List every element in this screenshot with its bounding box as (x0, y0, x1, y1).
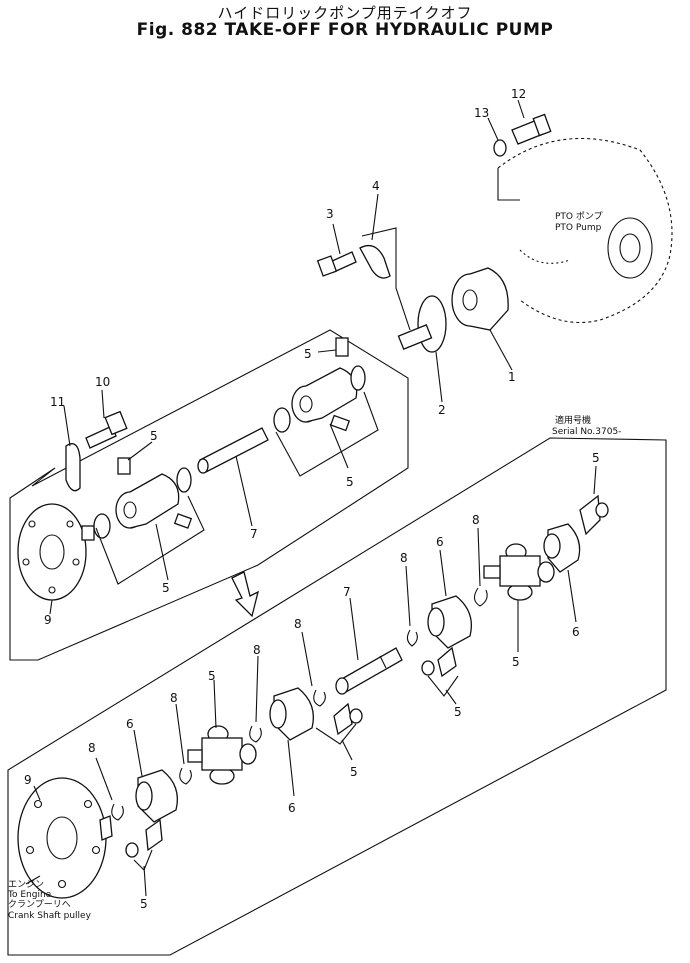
lock-plate-part-5-d (145, 818, 163, 852)
callout-11: 11 (50, 395, 65, 409)
flange-yoke-part-6-d (135, 769, 179, 823)
o-ring-left-2 (176, 467, 192, 493)
universal-joint-part-5-b (187, 725, 257, 785)
serial-label: Serial No.3705- (552, 427, 621, 437)
bolt-part-3 (316, 251, 357, 277)
yoke-part-5-right (291, 367, 358, 423)
down-arrow-icon (231, 571, 259, 618)
page-title-japanese: ハイドロリックポンプ用テイクオフ (217, 4, 473, 22)
lock-plate-part-11 (65, 443, 81, 492)
snap-ring-part-8-f (111, 803, 124, 821)
pto-pump-outline (497, 137, 673, 323)
upper-assembly-frame (9, 329, 409, 661)
coupling-part-1 (451, 267, 509, 331)
washer-part-13 (493, 139, 507, 157)
lock-plate-part-5-c (333, 702, 353, 736)
flange-yoke-part-6-c (269, 687, 315, 741)
crank-label: Crank Shaft pulley (8, 911, 92, 921)
callout-d6b: 6 (436, 535, 444, 549)
snap-ring-part-8-d (249, 725, 262, 743)
nut-part-5-c (349, 708, 363, 724)
callout-d8e: 8 (170, 691, 178, 705)
callout-d6a: 6 (572, 625, 580, 639)
yoke-part-5-left (115, 473, 180, 529)
bolt-part-12 (511, 113, 552, 145)
lock-plate-part-5-b (437, 646, 457, 678)
universal-joint-part-5-a (483, 543, 555, 601)
callout-d5c: 5 (454, 705, 462, 719)
o-ring-left (93, 513, 111, 539)
callout-5d: 5 (346, 475, 354, 489)
callout-d5f: 5 (140, 897, 148, 911)
callout-12: 12 (511, 87, 526, 101)
callout-7-upper: 7 (250, 527, 258, 541)
callout-d8a: 8 (472, 513, 480, 527)
snap-ring-part-8-e (179, 767, 192, 785)
callout-d6c: 6 (288, 801, 296, 815)
callout-3: 3 (326, 207, 334, 221)
callout-d5e: 5 (208, 669, 216, 683)
o-ring-right-2 (350, 365, 366, 391)
lower-assembly-frame (7, 437, 667, 956)
lock-plate-part-5-a (579, 494, 601, 536)
flange-part-9-upper (17, 503, 95, 601)
snap-ring-part-8-c (313, 689, 326, 707)
callout-9-upper: 9 (44, 613, 52, 627)
shaft-part-7-lower (335, 647, 403, 695)
callout-1: 1 (508, 370, 516, 384)
engine-label-jp: エンジン (8, 880, 44, 890)
shaft-part-7-upper (197, 427, 269, 474)
callout-5c: 5 (304, 347, 312, 361)
callout-d8d: 8 (253, 643, 261, 657)
bolt-part-5-small-3 (335, 337, 349, 357)
callout-10: 10 (95, 375, 110, 389)
callout-d8c: 8 (294, 617, 302, 631)
bolt-part-10 (85, 410, 128, 449)
callout-d7: 7 (343, 585, 351, 599)
flange-part-9-lower (17, 777, 113, 899)
callout-13: 13 (474, 106, 489, 120)
crank-label-jp: クランプーリへ (8, 899, 71, 910)
pto-pump-label-jp: PTO ポンプ (555, 211, 603, 222)
callout-5b: 5 (162, 581, 170, 595)
flange-yoke-part-6-b (427, 595, 473, 649)
callout-d5a: 5 (592, 451, 600, 465)
nut-part-5-d (125, 842, 139, 858)
bolt-part-5-small-2 (173, 513, 193, 529)
nut-part-5-a (595, 502, 609, 518)
callout-4: 4 (372, 179, 380, 193)
snap-ring-part-8-b (406, 629, 418, 647)
callout-d9: 9 (24, 773, 32, 787)
bolt-part-5-small-4 (329, 414, 351, 432)
callout-d6d: 6 (126, 717, 134, 731)
serial-label-jp: 適用号機 (555, 414, 591, 426)
engine-label: To Engine (7, 890, 52, 900)
flange-yoke-part-6-a (543, 523, 581, 573)
callout-5a: 5 (150, 429, 158, 443)
lock-plate-part-4 (359, 244, 391, 279)
flange-part-2 (397, 295, 447, 353)
callout-2: 2 (438, 403, 446, 417)
callout-d5b: 5 (512, 655, 520, 669)
nut-part-5-b (421, 660, 435, 676)
callout-d8b: 8 (400, 551, 408, 565)
pto-pump-label: PTO Pump (555, 223, 602, 233)
bolt-part-5-small (117, 457, 131, 475)
callout-d8f: 8 (88, 741, 96, 755)
o-ring-right (273, 407, 291, 433)
snap-ring-part-8-a (473, 587, 488, 607)
page-title: Fig. 882 TAKE-OFF FOR HYDRAULIC PUMP (136, 20, 554, 40)
callout-d5d: 5 (350, 765, 358, 779)
